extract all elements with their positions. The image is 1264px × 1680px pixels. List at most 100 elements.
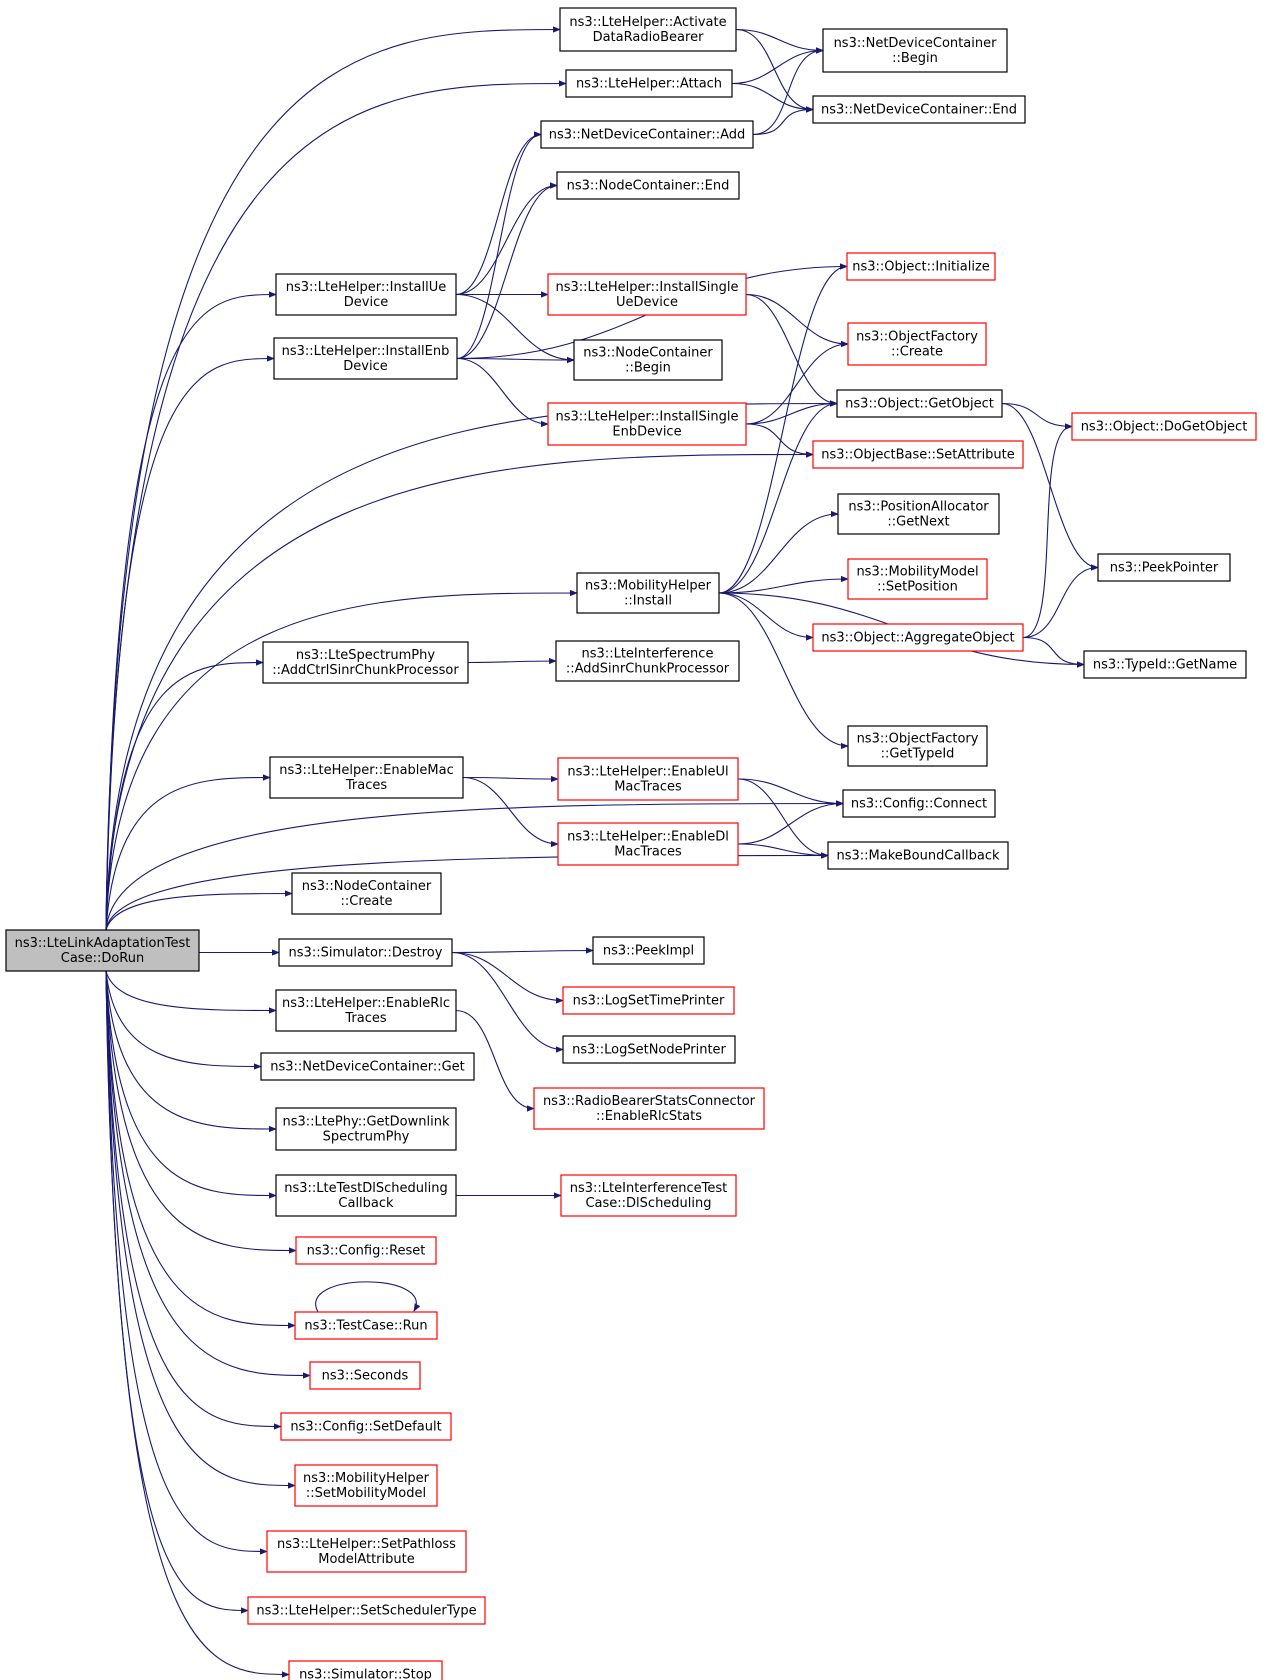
node-ncCreate[interactable]: ns3::NodeContainer::Create xyxy=(291,872,442,915)
call-edge xyxy=(731,82,814,113)
node-logNode[interactable]: ns3::LogSetNodePrinter xyxy=(562,1035,736,1064)
node-cfgSetDefault[interactable]: ns3::Config::SetDefault xyxy=(280,1412,452,1441)
node-box xyxy=(275,989,457,1032)
call-edge xyxy=(455,1009,535,1112)
node-setSched[interactable]: ns3::LteHelper::SetSchedulerType xyxy=(247,1596,486,1625)
node-box xyxy=(275,273,457,316)
node-getObject[interactable]: ns3::Object::GetObject xyxy=(836,389,1003,418)
node-cfgConnect[interactable]: ns3::Config::Connect xyxy=(842,789,996,818)
node-posAlloc[interactable]: ns3::PositionAllocator::GetNext xyxy=(837,493,1000,535)
node-box xyxy=(540,120,754,149)
call-edge xyxy=(105,970,290,1678)
node-box xyxy=(812,440,1024,469)
node-box xyxy=(557,822,739,866)
node-label-line: ns3::NetDeviceContainer::Get xyxy=(270,1060,465,1075)
call-edge xyxy=(455,293,575,364)
node-box xyxy=(5,929,200,972)
node-label-line: ns3::NodeContainer::End xyxy=(567,179,730,194)
node-mobInstall[interactable]: ns3::MobilityHelper::Install xyxy=(576,572,720,614)
node-box xyxy=(812,95,1026,124)
node-box xyxy=(278,938,453,967)
node-box xyxy=(1083,650,1247,679)
call-edge xyxy=(105,659,264,931)
call-edge xyxy=(451,951,564,1053)
node-doGetObject[interactable]: ns3::Object::DoGetObject xyxy=(1071,412,1257,441)
node-box xyxy=(556,171,740,200)
call-edge xyxy=(718,592,849,750)
node-ncBegin[interactable]: ns3::NodeContainer::Begin xyxy=(573,339,723,381)
node-tcRun[interactable]: ns3::TestCase::Run xyxy=(294,1311,438,1340)
node-peekPointer[interactable]: ns3::PeekPointer xyxy=(1097,553,1231,582)
node-aggregate[interactable]: ns3::Object::AggregateObject xyxy=(812,623,1024,652)
call-edge xyxy=(745,400,838,425)
call-edge xyxy=(105,970,249,1614)
node-simDestroy[interactable]: ns3::Simulator::Destroy xyxy=(278,938,453,967)
node-label-line: Callback xyxy=(338,1196,394,1211)
node-label-line: ::Begin xyxy=(625,361,671,376)
node-addCtrl[interactable]: ns3::LteSpectrumPhy::AddCtrlSinrChunkPro… xyxy=(262,641,469,684)
node-ofCreate[interactable]: ns3::ObjectFactory::Create xyxy=(847,322,987,366)
call-edge xyxy=(105,970,297,1254)
node-label-line: MacTraces xyxy=(614,780,682,795)
node-mobSetModel[interactable]: ns3::MobilityHelper::SetMobilityModel xyxy=(294,1464,438,1507)
node-logTime[interactable]: ns3::LogSetTimePrinter xyxy=(562,986,735,1015)
node-label-line: ::SetPosition xyxy=(877,580,958,595)
node-label-line: ns3::NodeContainer xyxy=(302,879,432,894)
node-label-line: ns3::LteHelper::Activate xyxy=(569,15,726,30)
node-simStop[interactable]: ns3::Simulator::Stop xyxy=(288,1660,443,1680)
node-addSinr[interactable]: ns3::LteInterference::AddSinrChunkProces… xyxy=(555,640,740,682)
node-label-line: ns3::LteHelper::InstallSingle xyxy=(556,410,739,425)
node-typeIdName[interactable]: ns3::TypeId::GetName xyxy=(1083,650,1247,679)
node-label-line: ::Install xyxy=(624,594,672,609)
call-edge xyxy=(745,340,849,425)
call-edge xyxy=(752,106,814,136)
node-setPathloss[interactable]: ns3::LteHelper::SetPathlossModelAttribut… xyxy=(266,1530,467,1573)
node-box xyxy=(562,986,735,1015)
call-edge xyxy=(456,356,575,364)
node-ndcEnd[interactable]: ns3::NetDeviceContainer::End xyxy=(812,95,1026,124)
node-cfgReset[interactable]: ns3::Config::Reset xyxy=(295,1236,437,1265)
node-setAttr[interactable]: ns3::ObjectBase::SetAttribute xyxy=(812,440,1024,469)
node-objInit[interactable]: ns3::Object::Initialize xyxy=(846,252,996,281)
node-interfTest[interactable]: ns3::LteInterferenceTestCase::DlScheduli… xyxy=(560,1174,737,1217)
node-label-line: ns3::LteLinkAdaptationTest xyxy=(15,936,191,951)
call-edge xyxy=(105,970,296,1329)
node-label-line: ns3::LteHelper::EnableMac xyxy=(279,763,454,778)
node-box xyxy=(288,1660,443,1680)
node-label-line: ns3::MobilityHelper xyxy=(585,579,712,594)
node-label-line: ns3::LteTestDlScheduling xyxy=(284,1181,447,1196)
node-ndcGet[interactable]: ns3::NetDeviceContainer::Get xyxy=(260,1052,475,1081)
node-label-line: ns3::RadioBearerStatsConnector xyxy=(543,1094,756,1109)
node-seconds[interactable]: ns3::Seconds xyxy=(309,1361,421,1390)
node-rbStats[interactable]: ns3::RadioBearerStatsConnector::EnableRl… xyxy=(533,1087,765,1130)
node-attach[interactable]: ns3::LteHelper::Attach xyxy=(565,69,733,98)
node-ndcAdd[interactable]: ns3::NetDeviceContainer::Add xyxy=(540,120,754,149)
node-label-line: ns3::ObjectFactory xyxy=(857,732,979,747)
node-box xyxy=(847,558,988,600)
node-label-line: ModelAttribute xyxy=(318,1552,414,1567)
node-label-line: MacTraces xyxy=(614,845,682,860)
node-label-line: ns3::LteHelper::InstallSingle xyxy=(556,280,739,295)
node-ncEnd[interactable]: ns3::NodeContainer::End xyxy=(556,171,740,200)
node-ofGetTypeId[interactable]: ns3::ObjectFactory::GetTypeId xyxy=(847,725,988,767)
node-mkBound[interactable]: ns3::MakeBoundCallback xyxy=(827,841,1009,870)
node-label-line: Device xyxy=(343,359,387,374)
call-edge xyxy=(105,26,561,931)
node-box xyxy=(294,1464,438,1507)
node-mobSetPos[interactable]: ns3::MobilityModel::SetPosition xyxy=(847,558,988,600)
node-peekImpl[interactable]: ns3::PeekImpl xyxy=(592,936,705,965)
node-label-line: ns3::MobilityHelper xyxy=(303,1471,430,1486)
node-ndcBegin[interactable]: ns3::NetDeviceContainer::Begin xyxy=(822,28,1008,73)
